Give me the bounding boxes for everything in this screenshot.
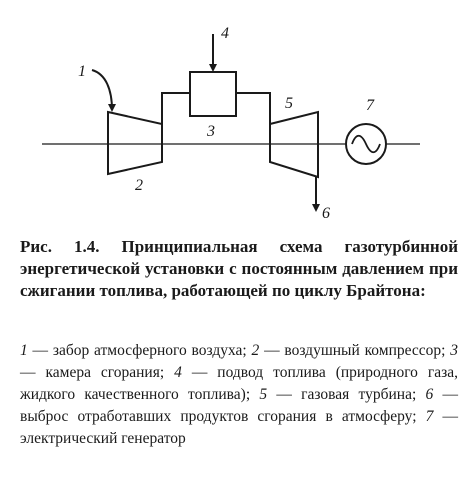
legend-text-3: — камера сгорания;: [20, 364, 175, 381]
legend-num-5: 5: [259, 386, 268, 403]
legend-num-7: 7: [425, 408, 434, 425]
label-7: 7: [366, 97, 375, 114]
legend-num-2: 2: [251, 342, 260, 359]
label-1: 1: [78, 63, 86, 80]
label-6: 6: [322, 205, 330, 222]
legend-num-1: 1: [20, 342, 28, 359]
air-inlet-arrow: [91, 69, 116, 112]
legend-text-2: — воздушный компрессор;: [259, 342, 451, 359]
figure-legend: 1 — забор атмосферного воздуха; 2 — возд…: [20, 340, 458, 450]
legend-text-7: — электрический генератор: [20, 408, 458, 447]
legend-num-3: 3: [450, 342, 458, 359]
label-4: 4: [221, 25, 229, 42]
combustion-chamber: [189, 71, 237, 117]
legend-text-5: — газовая турбина;: [267, 386, 426, 403]
label-2: 2: [135, 177, 143, 194]
legend-num-4: 4: [174, 364, 182, 381]
gas-turbine-diagram: 1 2 3 4 5 6 7: [42, 25, 420, 222]
figure-label: Рис. 1.4.: [20, 237, 100, 256]
generator-sine-icon: [351, 134, 381, 154]
legend-text-1: — забор атмосферного воздуха;: [27, 342, 252, 359]
legend-num-6: 6: [425, 386, 434, 403]
legend-text-4: — подвод топлива (природного газа, жидко…: [20, 364, 458, 403]
label-5: 5: [285, 95, 293, 112]
legend-text-6: — выброс отработавших продуктов сгорания…: [20, 386, 458, 425]
label-3: 3: [206, 123, 215, 140]
caption-text: Принципиальная схема газотурбинной энерг…: [20, 237, 458, 300]
compressor-to-chamber-pipe: [161, 92, 190, 124]
chamber-to-turbine-pipe: [236, 92, 271, 124]
turbine: [269, 110, 319, 179]
compressor: [107, 110, 163, 176]
figure-caption: Рис. 1.4. Принципиальная схема газотурби…: [20, 236, 458, 302]
